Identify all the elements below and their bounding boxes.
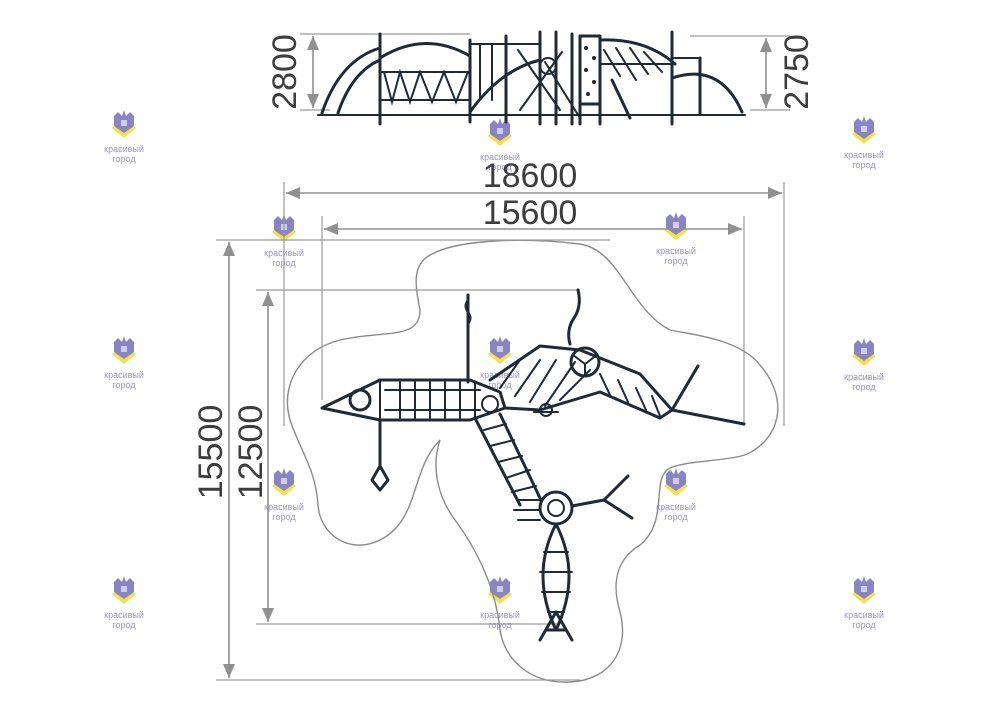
plan-view: 18600 15600 15500 12500 bbox=[192, 157, 785, 683]
watermark-brand-line1: красивый bbox=[844, 372, 884, 382]
watermark-brand-line1: красивый bbox=[656, 246, 696, 256]
watermark-brand-line2: город bbox=[488, 380, 512, 390]
watermark-logo: красивый город bbox=[656, 212, 696, 266]
watermark-logo: красивый город bbox=[480, 118, 520, 172]
watermark-brand-line1: красивый bbox=[480, 610, 520, 620]
watermark-brand-line2: город bbox=[272, 512, 296, 522]
watermark-brand-line2: город bbox=[488, 620, 512, 630]
watermark-logo: красивый город bbox=[844, 116, 884, 170]
watermark-brand-line2: город bbox=[112, 154, 136, 164]
watermark-brand-line1: красивый bbox=[104, 370, 144, 380]
watermark-logo: красивый город bbox=[844, 338, 884, 392]
watermark-brand-line1: красивый bbox=[844, 150, 884, 160]
watermark-brand-line1: красивый bbox=[844, 610, 884, 620]
watermark-brand-line2: город bbox=[112, 380, 136, 390]
watermark-logo: красивый город bbox=[104, 576, 144, 630]
inner-width-label: 15600 bbox=[483, 194, 578, 232]
watermark-brand-line1: красивый bbox=[480, 152, 520, 162]
side-left-height-label: 2800 bbox=[266, 34, 304, 110]
watermark-logo: красивый город bbox=[104, 110, 144, 164]
watermark-brand-line2: город bbox=[664, 256, 688, 266]
watermark-brand-line2: город bbox=[852, 620, 876, 630]
side-elevation: 2800 2750 bbox=[266, 30, 816, 126]
watermark-brand-line1: красивый bbox=[104, 144, 144, 154]
watermark-brand-line1: красивый bbox=[656, 502, 696, 512]
watermark-logo: красивый город bbox=[104, 336, 144, 390]
overall-width-label: 18600 bbox=[483, 157, 578, 195]
watermark-brand-line2: город bbox=[664, 512, 688, 522]
watermark-brand-line2: город bbox=[488, 162, 512, 172]
watermark-logo: красивый город bbox=[656, 468, 696, 522]
watermark-brand-line2: город bbox=[852, 160, 876, 170]
overall-depth-label: 15500 bbox=[192, 405, 230, 500]
side-right-height-label: 2750 bbox=[778, 34, 816, 110]
watermark-brand-line2: город bbox=[852, 382, 876, 392]
watermark-logo: красивый город bbox=[844, 576, 884, 630]
watermark-brand-line2: город bbox=[112, 620, 136, 630]
watermark-brand-line1: красивый bbox=[104, 610, 144, 620]
watermark-logo: красивый город bbox=[480, 576, 520, 630]
safety-zone-outline bbox=[286, 239, 779, 683]
watermark-logo: красивый город bbox=[264, 468, 304, 522]
watermark-brand-line1: красивый bbox=[264, 502, 304, 512]
inner-depth-label: 12500 bbox=[232, 405, 270, 500]
